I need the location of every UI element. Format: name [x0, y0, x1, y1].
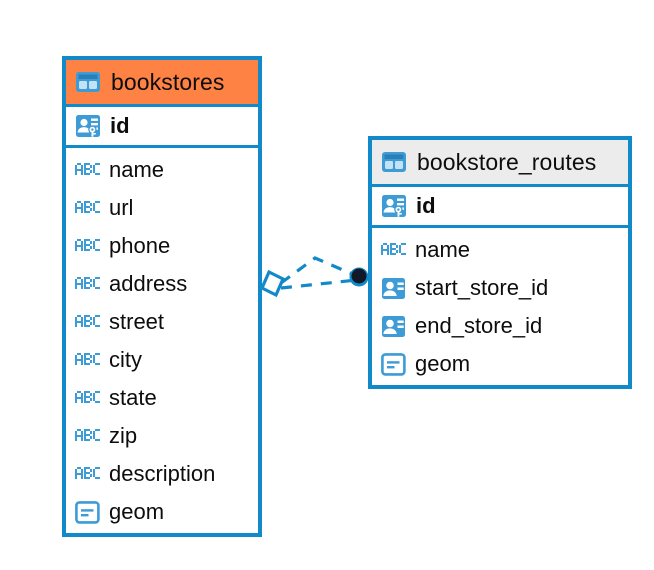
- field-label: geom: [415, 351, 471, 376]
- text-type-icon: [75, 391, 100, 405]
- field-label: zip: [109, 423, 138, 448]
- field-label: name: [415, 237, 471, 262]
- er-table-bookstore-routes[interactable]: bookstore_routes id: [368, 136, 632, 389]
- table-grid-icon: [381, 151, 407, 173]
- table-grid-icon: [75, 71, 101, 93]
- text-type-icon: [75, 429, 100, 443]
- field-label: geom: [109, 499, 165, 524]
- field-label: street: [109, 309, 165, 334]
- geometry-type-icon: [75, 500, 100, 524]
- text-type-icon: [75, 315, 100, 329]
- field-label: phone: [109, 233, 171, 258]
- field-label: url: [109, 195, 134, 220]
- field-row-geom[interactable]: geom: [372, 345, 628, 383]
- field-row-phone[interactable]: phone: [66, 227, 258, 265]
- table-header-bookstores[interactable]: bookstores: [66, 60, 258, 104]
- table-title: bookstore_routes: [417, 148, 597, 175]
- field-label: start_store_id: [415, 275, 549, 300]
- geometry-type-icon: [381, 352, 406, 376]
- field-label: id: [416, 193, 436, 218]
- field-row-state[interactable]: state: [66, 379, 258, 417]
- field-label: end_store_id: [415, 313, 543, 338]
- field-row-id[interactable]: id: [372, 184, 628, 228]
- text-type-icon: [75, 277, 100, 291]
- relationship-line-lower: [280, 278, 358, 290]
- relationship-source-diamond-icon: [259, 269, 286, 298]
- field-row-end-store-id[interactable]: end_store_id: [372, 307, 628, 345]
- field-row-zip[interactable]: zip: [66, 417, 258, 455]
- relationship-target-circle-icon: [349, 267, 369, 287]
- foreign-key-icon: [381, 315, 406, 338]
- primary-key-icon: [381, 194, 407, 218]
- table-title: bookstores: [111, 68, 225, 95]
- table-header-bookstore-routes[interactable]: bookstore_routes: [372, 140, 628, 184]
- field-row-start-store-id[interactable]: start_store_id: [372, 269, 628, 307]
- field-row-geom[interactable]: geom: [66, 493, 258, 531]
- field-label: city: [109, 347, 142, 372]
- er-table-bookstores[interactable]: bookstores id: [62, 56, 262, 537]
- text-type-icon: [75, 201, 100, 215]
- relationship-line-upper: [280, 256, 358, 285]
- text-type-icon: [75, 163, 100, 177]
- field-row-street[interactable]: street: [66, 303, 258, 341]
- field-row-address[interactable]: address: [66, 265, 258, 303]
- field-row-id[interactable]: id: [66, 104, 258, 148]
- text-type-icon: [75, 353, 100, 367]
- text-type-icon: [75, 239, 100, 253]
- field-label: id: [110, 113, 130, 138]
- field-row-name[interactable]: name: [66, 151, 258, 189]
- field-list-bookstore-routes: name start_store_id: [372, 228, 628, 385]
- primary-key-icon: [75, 114, 101, 138]
- field-row-city[interactable]: city: [66, 341, 258, 379]
- field-row-url[interactable]: url: [66, 189, 258, 227]
- field-label: description: [109, 461, 216, 486]
- foreign-key-icon: [381, 277, 406, 300]
- text-type-icon: [381, 243, 406, 257]
- field-label: name: [109, 157, 165, 182]
- field-list-bookstores: name url: [66, 148, 258, 533]
- field-row-name[interactable]: name: [372, 231, 628, 269]
- field-label: state: [109, 385, 157, 410]
- field-row-description[interactable]: description: [66, 455, 258, 493]
- text-type-icon: [75, 467, 100, 481]
- field-label: address: [109, 271, 188, 296]
